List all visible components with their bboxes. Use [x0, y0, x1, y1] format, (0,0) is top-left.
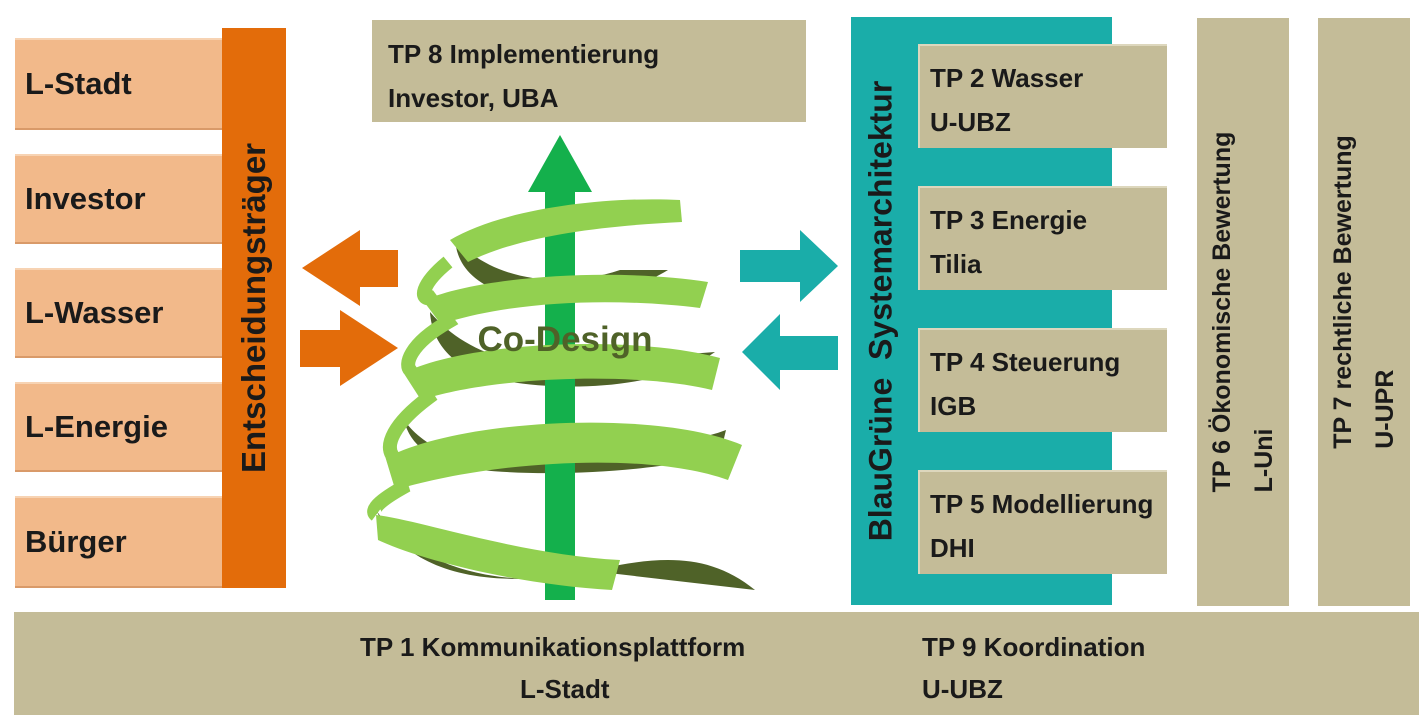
system-architecture-label: BlauGrüne Systemarchitektur	[862, 80, 899, 542]
stakeholder-label: L-Energie	[25, 409, 168, 444]
co-design-label: Co-Design	[477, 320, 653, 359]
tp7-column: TP 7 rechtliche Bewertung U-UPR	[1318, 18, 1410, 606]
tp1-title: TP 1 Kommunikationsplattform	[360, 632, 746, 662]
tp9-label: TP 9 Koordination U-UBZ	[922, 626, 1222, 710]
tp7-partner: U-UPR	[1371, 369, 1399, 449]
tp3-box: TP 3 Energie Tilia	[918, 186, 1167, 290]
spiral-band-upper	[430, 274, 708, 322]
tp-title: TP 2 Wasser	[930, 63, 1084, 93]
tp8-partners: Investor, UBA	[388, 83, 559, 113]
tp5-box: TP 5 Modellierung DHI	[918, 470, 1167, 574]
tp-partner: DHI	[930, 533, 975, 563]
stakeholder-label: Investor	[25, 181, 146, 216]
spiral-band-top	[450, 199, 682, 262]
stakeholder-box-l-energie: L-Energie	[15, 382, 227, 472]
orange-arrow-right	[300, 310, 398, 386]
tp-partner: U-UBZ	[930, 107, 1011, 137]
orange-arrow-left	[302, 230, 398, 306]
teal-arrow-right	[740, 230, 838, 302]
tp1-partner: L-Stadt	[520, 674, 610, 704]
spiral-band-lower	[392, 422, 742, 488]
spiral-edge-left	[367, 256, 459, 521]
bottom-bar	[14, 612, 1419, 715]
tp8-box: TP 8 Implementierung Investor, UBA	[372, 20, 806, 122]
tp4-box: TP 4 Steuerung IGB	[918, 328, 1167, 432]
stakeholder-box-buerger: Bürger	[15, 496, 227, 588]
stakeholder-label: L-Stadt	[25, 66, 132, 101]
tp6-title: TP 6 Ökonomische Bewertung	[1208, 131, 1236, 493]
tp6-column: TP 6 Ökonomische Bewertung L-Uni	[1197, 18, 1289, 606]
stakeholder-label: Bürger	[25, 524, 127, 559]
tp-partner: IGB	[930, 391, 977, 421]
tp7-label: TP 7 rechtliche Bewertung U-UPR	[1322, 135, 1406, 449]
tp-title: TP 5 Modellierung	[930, 489, 1154, 519]
spiral-band-middle	[410, 344, 720, 398]
tp7-title: TP 7 rechtliche Bewertung	[1329, 135, 1357, 449]
tp1-label: TP 1 Kommunikationsplattform L-Stadt	[360, 626, 790, 710]
tp8-title: TP 8 Implementierung	[388, 39, 660, 69]
stakeholder-box-l-wasser: L-Wasser	[15, 268, 227, 358]
stakeholder-box-l-stadt: L-Stadt	[15, 38, 227, 130]
spiral-back-bottom	[376, 510, 755, 590]
tp2-box: TP 2 Wasser U-UBZ	[918, 44, 1167, 148]
tp-partner: Tilia	[930, 249, 982, 279]
green-arrow-shaft	[545, 190, 575, 600]
tp-title: TP 4 Steuerung	[930, 347, 1121, 377]
tp6-label: TP 6 Ökonomische Bewertung L-Uni	[1201, 132, 1285, 493]
system-architecture-label-wrap: BlauGrüne Systemarchitektur	[851, 17, 911, 605]
tp6-partner: L-Uni	[1250, 428, 1278, 493]
decision-makers-bar: Entscheidungsträger	[222, 28, 286, 588]
teal-arrow-left	[742, 314, 838, 390]
tp-title: TP 3 Energie	[930, 205, 1088, 235]
green-arrow-head	[528, 135, 592, 192]
stakeholder-box-investor: Investor	[15, 154, 227, 244]
tp9-partner: U-UBZ	[922, 674, 1003, 704]
spiral-band-bottom	[376, 515, 620, 590]
stakeholder-label: L-Wasser	[25, 295, 164, 330]
tp9-title: TP 9 Koordination	[922, 632, 1146, 662]
